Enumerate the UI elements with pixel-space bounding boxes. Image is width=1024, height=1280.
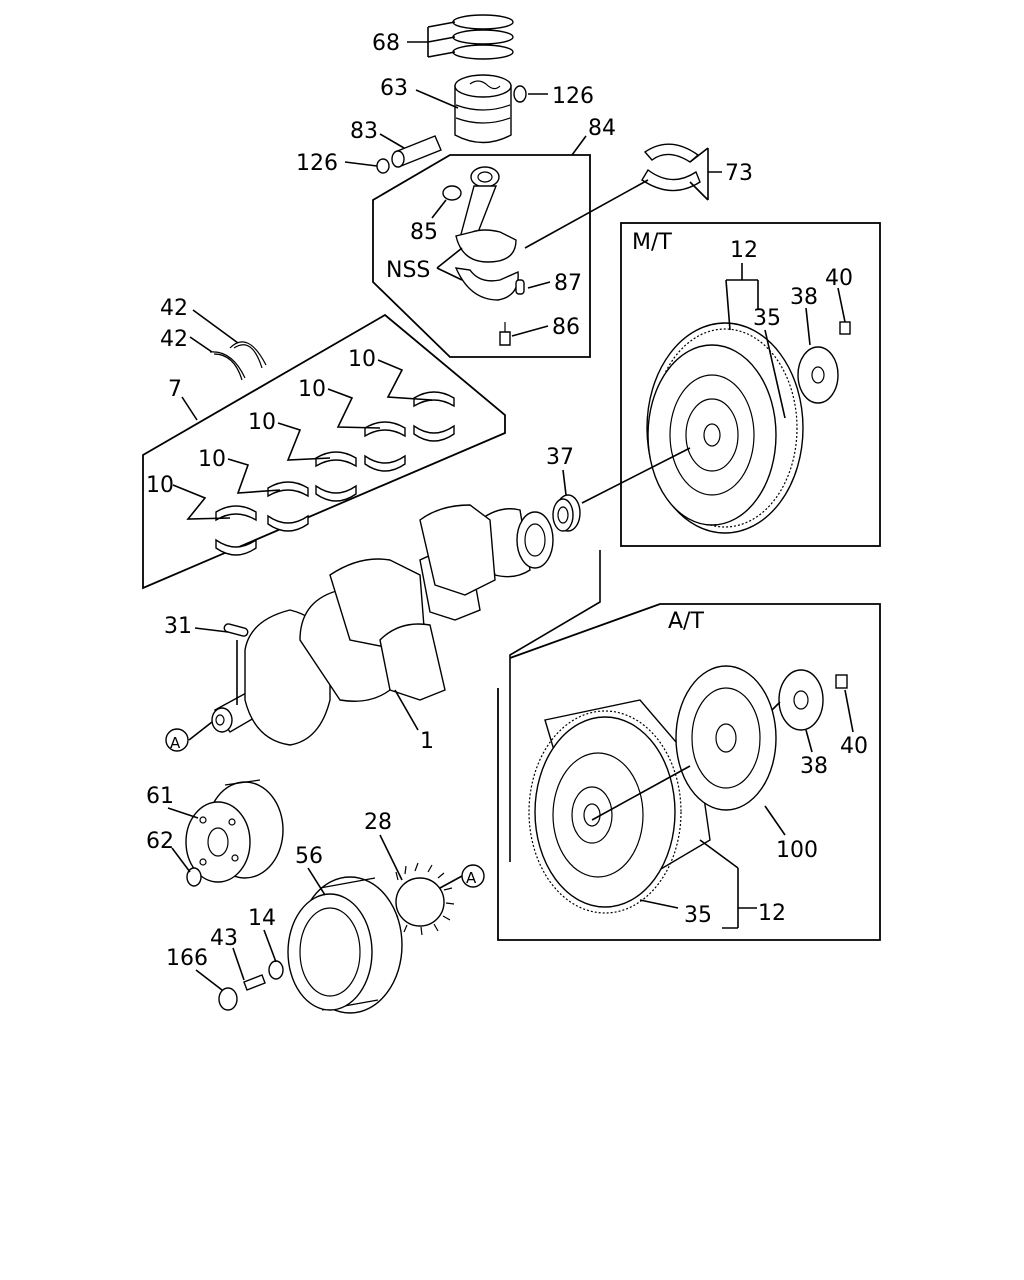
piston-pin-clip-right: [513, 85, 527, 103]
bolt-43: [243, 974, 266, 991]
rod-cap-nut: [515, 279, 525, 295]
callout-12-mt: 12: [730, 238, 758, 263]
callout-166: 166: [166, 946, 208, 971]
woodruff-key: [223, 623, 249, 637]
piston-rings: [452, 14, 514, 60]
piston: [454, 74, 512, 144]
callout-14: 14: [248, 906, 276, 931]
bolt-40-mt: [839, 321, 851, 335]
pilot-bearing: [552, 494, 581, 532]
piston-pin-clip-left: [376, 158, 390, 174]
plate-38-mt: [797, 346, 839, 404]
ref-circle-a-1: [165, 728, 189, 752]
callout-10-a: 10: [348, 347, 376, 372]
main-bearing-shells: [215, 391, 455, 556]
small-end-bushing: [442, 185, 462, 201]
callout-86: 86: [552, 315, 580, 340]
adapter-plate-100: [675, 665, 777, 811]
callout-nss: NSS: [386, 258, 430, 283]
crankshaft: [211, 504, 554, 746]
ref-a-1: A: [170, 734, 181, 752]
callout-42-bottom: 42: [160, 327, 188, 352]
automatic-transmission-box: [497, 603, 881, 941]
callout-68: 68: [372, 31, 400, 56]
callout-7: 7: [168, 377, 182, 402]
callout-61: 61: [146, 784, 174, 809]
callout-126-left: 126: [296, 151, 338, 176]
crank-pulley-61: [185, 779, 284, 883]
plate-38-at: [778, 669, 824, 731]
callout-84: 84: [588, 116, 616, 141]
damper-pulley-56: [287, 876, 403, 1014]
callout-1: 1: [420, 729, 434, 754]
ref-a-2: A: [466, 869, 477, 887]
callout-labels: 68 63 126 83 126 84 73 85 NSS 87 86 42 4…: [146, 31, 868, 971]
callout-126-right: 126: [552, 84, 594, 109]
connecting-rod: [454, 166, 519, 301]
callout-63: 63: [380, 76, 408, 101]
callout-83: 83: [350, 119, 378, 144]
piston-pin: [391, 135, 442, 168]
callout-10-c: 10: [248, 410, 276, 435]
callout-28: 28: [364, 810, 392, 835]
flywheel-mt: [646, 322, 804, 534]
callout-10-e: 10: [146, 473, 174, 498]
callout-87: 87: [554, 271, 582, 296]
cap-166: [218, 987, 238, 1011]
bolt-40-at: [835, 674, 848, 689]
callout-62: 62: [146, 829, 174, 854]
callout-31: 31: [164, 614, 192, 639]
callout-37: 37: [546, 445, 574, 470]
callout-38-mt: 38: [790, 285, 818, 310]
group-label-at: A/T: [668, 609, 704, 634]
washer-14: [268, 960, 284, 980]
callout-35-mt: 35: [753, 306, 781, 331]
manual-transmission-box: [620, 222, 881, 547]
callout-10-d: 10: [198, 447, 226, 472]
group-label-mt: M/T: [632, 230, 672, 255]
leader-lines: [167, 21, 854, 991]
thrust-washers: [209, 341, 267, 381]
callout-43: 43: [210, 926, 238, 951]
callout-40-mt: 40: [825, 266, 853, 291]
callout-73: 73: [725, 161, 753, 186]
pulley-nut-62: [186, 867, 202, 887]
callout-40-at: 40: [840, 734, 868, 759]
crank-gear-28: [391, 862, 455, 936]
main-bearing-group-box: [142, 313, 506, 590]
callout-42-top: 42: [160, 296, 188, 321]
callout-35-at: 35: [684, 903, 712, 928]
connecting-rod-group-box: [372, 154, 591, 358]
callout-38-at: 38: [800, 754, 828, 779]
callout-10-b: 10: [298, 377, 326, 402]
callout-85: 85: [410, 220, 438, 245]
rod-bolt: [499, 322, 511, 346]
callout-12-at: 12: [758, 901, 786, 926]
callout-100: 100: [776, 838, 818, 863]
callout-56: 56: [295, 844, 323, 869]
